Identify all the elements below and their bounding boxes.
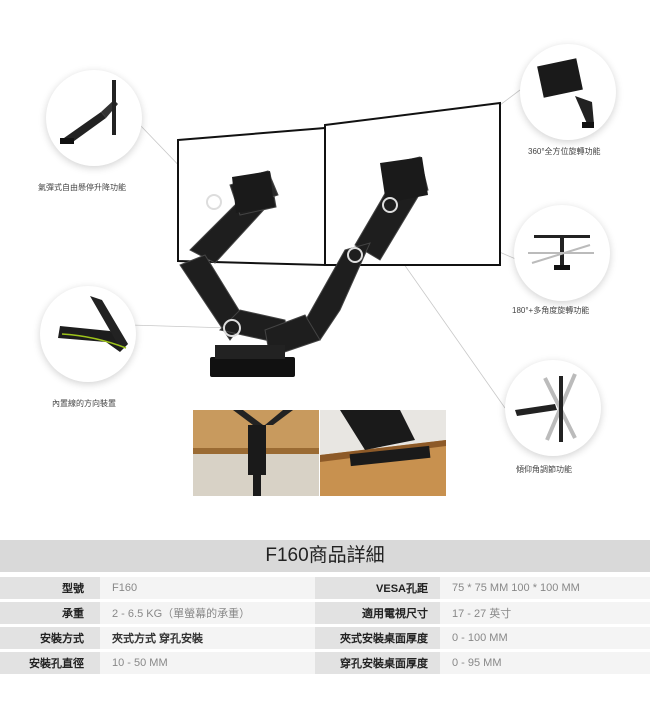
grommet-install-photo: [320, 410, 446, 496]
clamp-install-photo: [193, 410, 319, 496]
table-row: 承重 2 - 6.5 KG（單螢幕的承重） 適用電視尺寸 17 - 27 英寸: [0, 602, 650, 624]
spec-key: 夾式安裝桌面厚度: [315, 627, 440, 649]
callout-gas-spring: [46, 70, 142, 166]
spec-value: 17 - 27 英寸: [440, 602, 650, 624]
spec-value: 10 - 50 MM: [100, 652, 315, 674]
spec-key: 安裝方式: [0, 627, 100, 649]
table-row: 安裝孔直徑 10 - 50 MM 穿孔安裝桌面厚度 0 - 95 MM: [0, 652, 650, 674]
spec-key: 型號: [0, 577, 100, 599]
spec-key: 承重: [0, 602, 100, 624]
spec-value: 75 * 75 MM 100 * 100 MM: [440, 577, 650, 599]
caption-cable: 內置線的方向裝置: [52, 399, 116, 408]
caption-tilt: 傾仰角調節功能: [516, 465, 572, 474]
spec-key: 安裝孔直徑: [0, 652, 100, 674]
cable-management-image: [58, 296, 128, 352]
caption-rotate-360: 360°全方位旋轉功能: [528, 147, 601, 156]
caption-rotate-180: 180°+多角度旋轉功能: [512, 306, 590, 315]
product-image-dual-arm: [177, 101, 501, 377]
table-row: 型號 F160 VESA孔距 75 * 75 MM 100 * 100 MM: [0, 577, 650, 599]
rotate-180-image: [528, 235, 594, 270]
rotate-360-image: [537, 58, 594, 128]
spec-value: 夾式方式 穿孔安裝: [100, 627, 315, 649]
spec-table: 型號 F160 VESA孔距 75 * 75 MM 100 * 100 MM 承…: [0, 574, 650, 677]
spec-value: 0 - 100 MM: [440, 627, 650, 649]
spec-value: 2 - 6.5 KG（單螢幕的承重）: [100, 602, 315, 624]
table-row: 安裝方式 夾式方式 穿孔安裝 夾式安裝桌面厚度 0 - 100 MM: [0, 627, 650, 649]
tilt-image: [515, 373, 577, 442]
spec-value: F160: [100, 577, 315, 599]
spec-title: F160商品詳細: [0, 540, 650, 572]
spec-key: 穿孔安裝桌面厚度: [315, 652, 440, 674]
spec-value: 0 - 95 MM: [440, 652, 650, 674]
gas-spring-arm-image: [60, 80, 118, 144]
callout-rotate-180: [514, 205, 610, 301]
callout-rotate-360: [520, 44, 616, 140]
spec-key: 適用電視尺寸: [315, 602, 440, 624]
caption-gas-spring: 氣彈式自由懸停升降功能: [38, 183, 126, 192]
callout-cable: [40, 286, 136, 382]
spec-key: VESA孔距: [315, 577, 440, 599]
callout-tilt: [505, 360, 601, 456]
